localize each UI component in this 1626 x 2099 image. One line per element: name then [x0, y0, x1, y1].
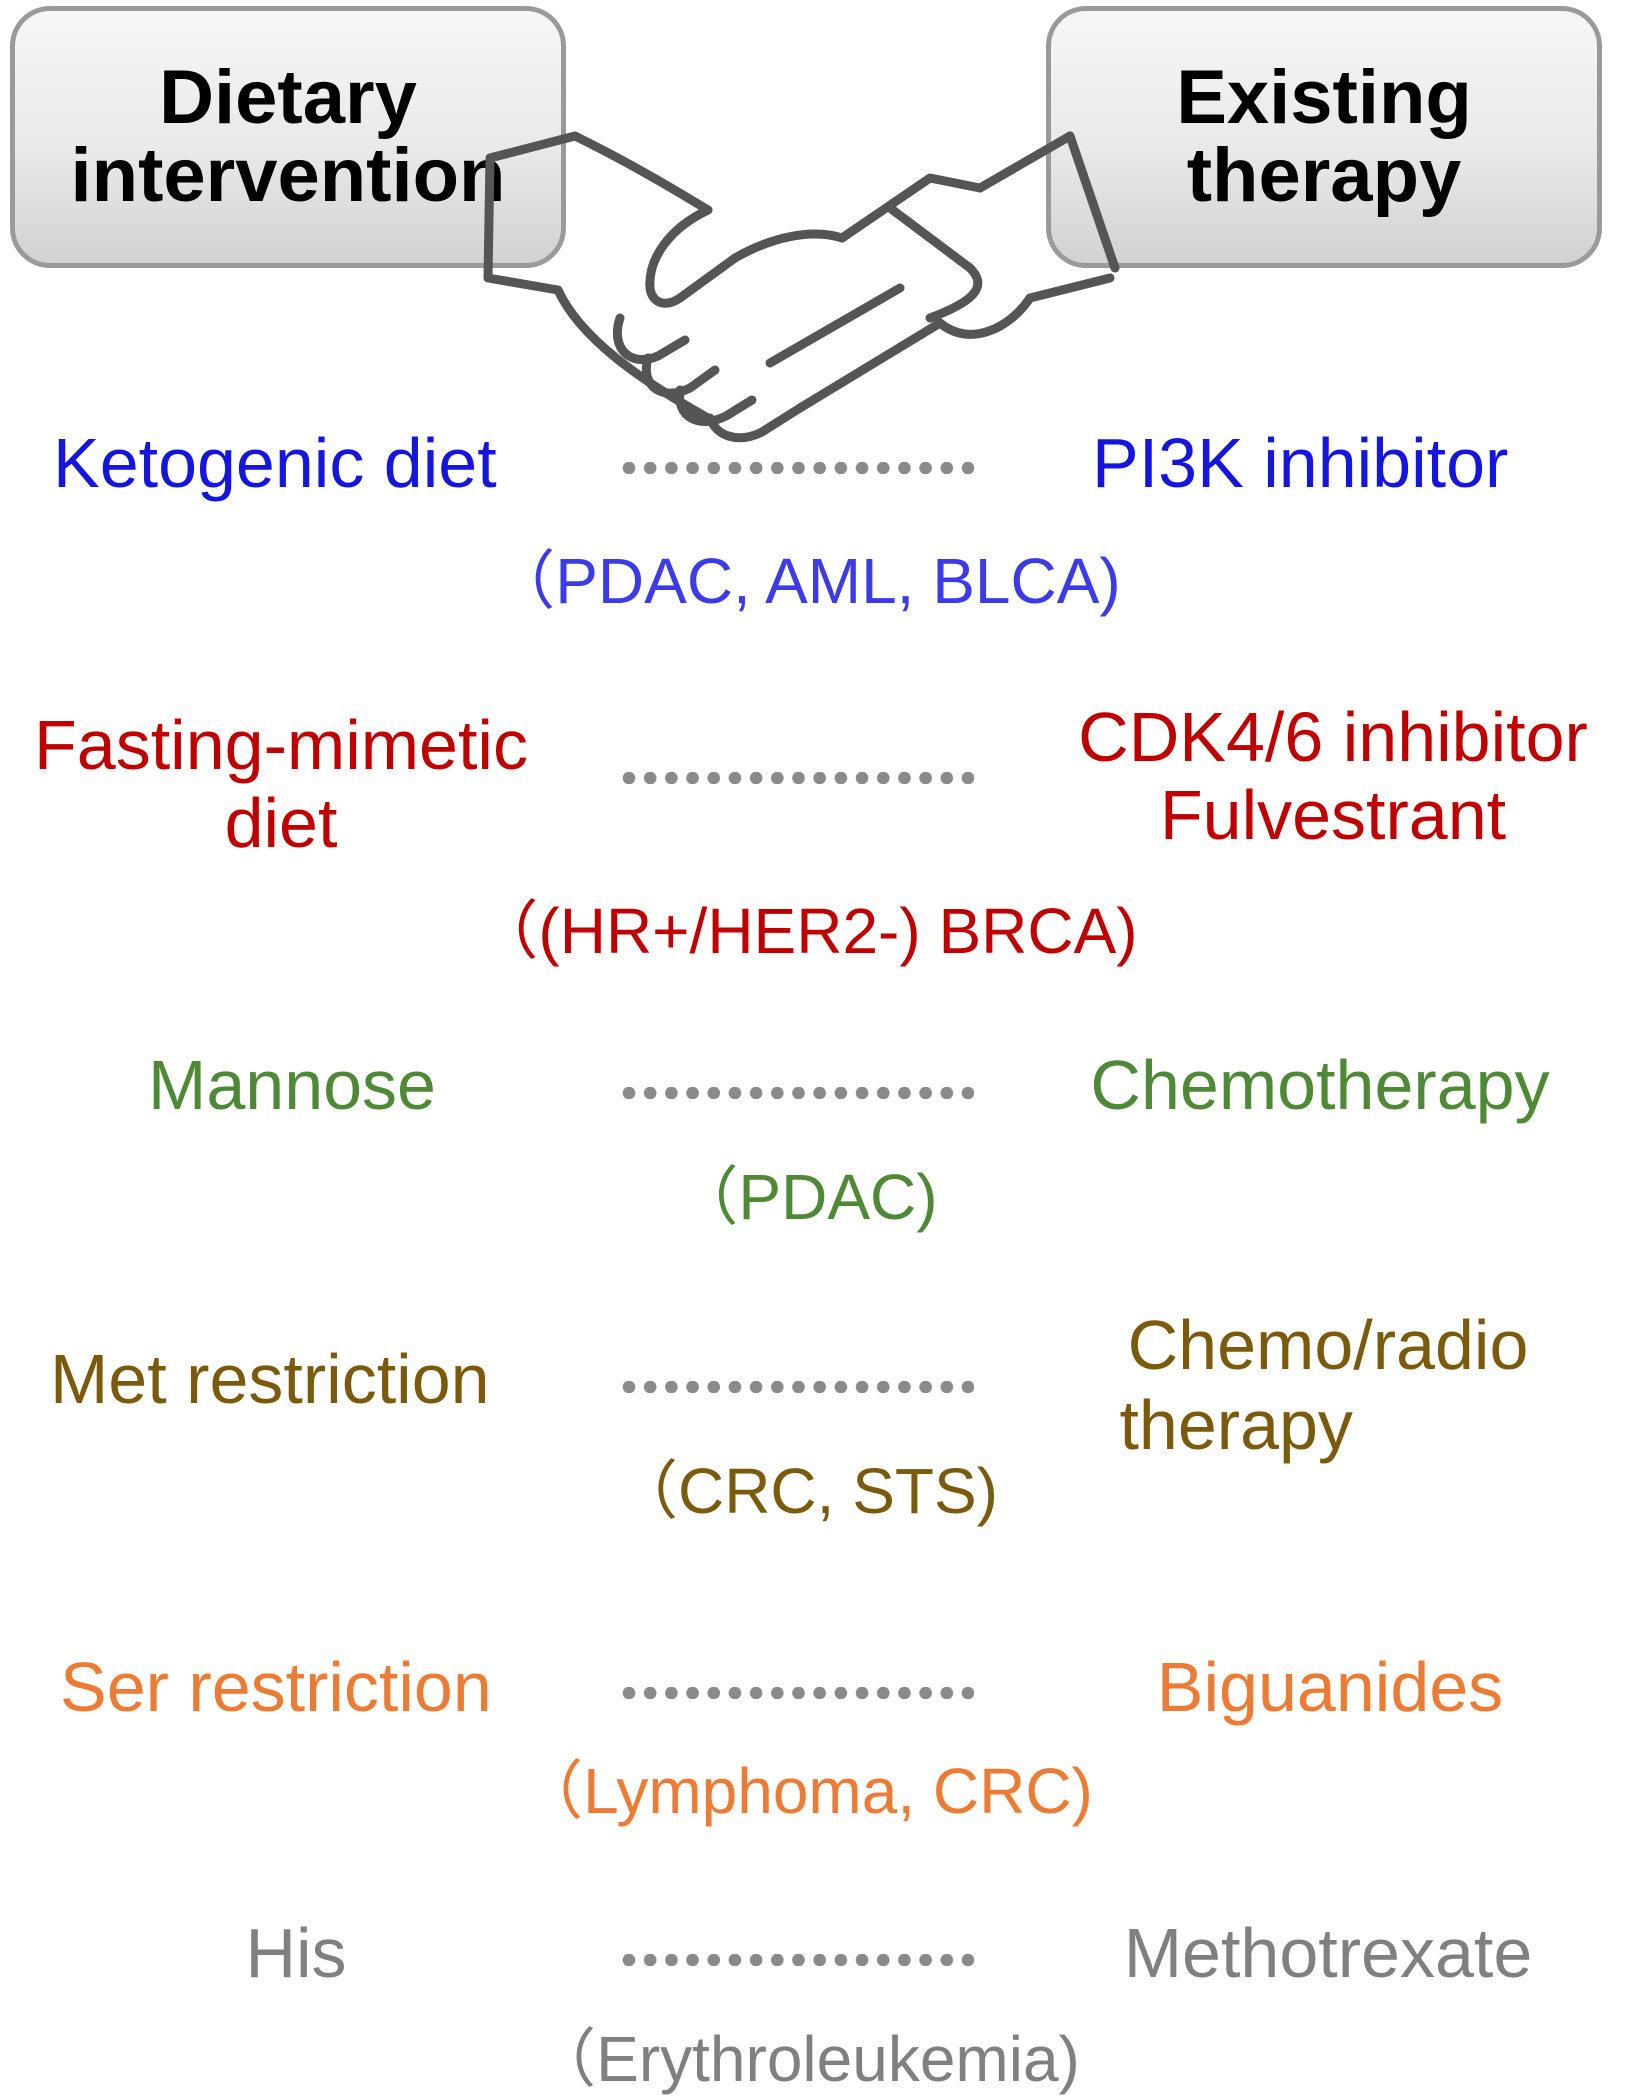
diet-fasting-mimetic-line1: Fasting-mimetic — [34, 706, 528, 784]
therapy-pi3k: PI3K inhibitor — [1092, 424, 1509, 502]
dietary-intervention-box: Dietary intervention — [10, 6, 566, 268]
diet-fasting-mimetic-line2: diet — [224, 784, 338, 862]
connector-dots-3 — [622, 1087, 974, 1099]
connector-dots-6 — [622, 1954, 974, 1966]
connector-dots-2 — [622, 772, 974, 784]
cancer-types-4: （CRC, STS) — [614, 1455, 998, 1527]
header-left-line2: intervention — [70, 133, 506, 218]
therapy-chemo-radio-line1: Chemo/radio — [1127, 1306, 1529, 1384]
therapy-biguanides: Biguanides — [1156, 1648, 1504, 1726]
connector-dots-1 — [622, 462, 974, 474]
cancer-types-6: （Erythroleukemia) — [532, 2023, 1080, 2095]
handshake-icon — [483, 131, 1120, 443]
header-left-line1: Dietary — [159, 55, 417, 140]
therapy-cdk46-line1: CDK4/6 inhibitor — [1078, 698, 1588, 776]
existing-therapy-box: Existing therapy — [1046, 6, 1602, 268]
header-right-line2: therapy — [1186, 133, 1462, 218]
diet-ketogenic: Ketogenic diet — [53, 424, 497, 502]
therapy-methotrexate: Methotrexate — [1123, 1914, 1533, 1992]
diet-mannose: Mannose — [148, 1046, 436, 1124]
diet-his: His — [245, 1914, 347, 1992]
cancer-types-2: （(HR+/HER2-) BRCA) — [474, 895, 1138, 967]
diet-ser-restriction: Ser restriction — [60, 1648, 492, 1726]
therapy-cdk46-line2: Fulvestrant — [1159, 776, 1507, 854]
cancer-types-3: （PDAC) — [674, 1161, 938, 1233]
cancer-types-1: （PDAC, AML, BLCA) — [491, 545, 1121, 617]
connector-dots-4 — [622, 1381, 974, 1393]
therapy-chemotherapy: Chemotherapy — [1090, 1046, 1550, 1124]
connector-dots-5 — [622, 1687, 974, 1699]
header-right-line1: Existing — [1176, 55, 1472, 140]
therapy-chemo-radio-line2: therapy — [1100, 1386, 1353, 1464]
cancer-types-5: （Lymphoma, CRC) — [519, 1755, 1093, 1827]
diet-met-restriction: Met restriction — [50, 1340, 490, 1418]
